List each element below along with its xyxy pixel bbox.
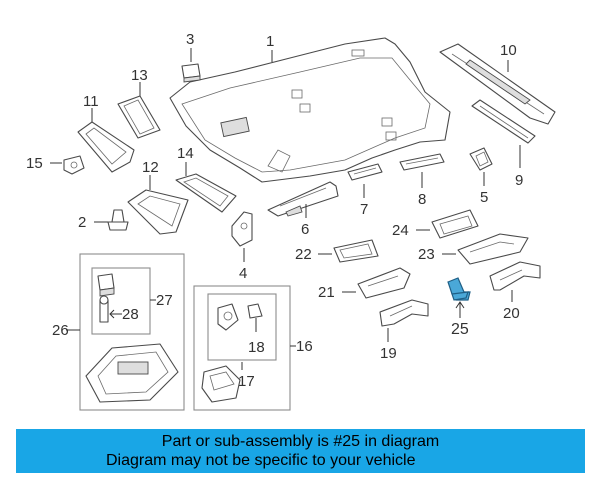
part-2-pin — [107, 209, 129, 231]
callout-20: 20 — [503, 305, 520, 322]
part-25-clip-highlighted — [447, 277, 471, 301]
group-box-16 — [193, 285, 291, 411]
callout-13: 13 — [131, 67, 148, 84]
part-9-strip — [471, 99, 536, 144]
callout-21: 21 — [318, 284, 335, 301]
part-24-lamp — [431, 209, 479, 239]
part-15-clip — [63, 155, 85, 175]
part-27-bulb-holder — [97, 273, 115, 297]
callout-9: 9 — [515, 172, 523, 189]
part-17-housing — [201, 365, 241, 403]
part-6-rail — [267, 181, 339, 217]
callout-19: 19 — [380, 345, 397, 362]
callout-6: 6 — [301, 221, 309, 238]
part-7-strip — [347, 163, 383, 181]
part-20-handle — [489, 261, 541, 291]
part-22-lamp — [333, 239, 379, 263]
callout-7: 7 — [360, 201, 368, 218]
callout-24: 24 — [392, 222, 409, 239]
part-14-visor — [175, 173, 237, 213]
callout-16: 16 — [296, 338, 313, 355]
part-5-cap — [469, 147, 493, 171]
callout-14: 14 — [177, 145, 194, 162]
part-18-socket — [247, 303, 263, 319]
part-12-visor — [127, 189, 189, 235]
part-3-clip — [181, 63, 201, 83]
part-11-visor — [77, 121, 135, 173]
part-13-panel — [117, 95, 161, 139]
part-1-headliner — [169, 37, 451, 183]
callout-18: 18 — [248, 339, 265, 356]
part-16-bulb — [217, 303, 239, 331]
callout-25: 25 — [451, 321, 469, 338]
caption-banner: Part or sub-assembly is #25 in diagram D… — [16, 429, 585, 473]
part-8-strip — [399, 153, 445, 171]
callout-23: 23 — [418, 246, 435, 263]
callout-12: 12 — [142, 159, 159, 176]
callout-8: 8 — [418, 191, 426, 208]
callout-10: 10 — [500, 42, 517, 59]
callout-4: 4 — [239, 265, 247, 282]
group-box-27 — [91, 267, 151, 335]
callout-2: 2 — [78, 214, 86, 231]
callout-15: 15 — [26, 155, 43, 172]
group-box-26 — [79, 253, 185, 411]
callout-22: 22 — [295, 246, 312, 263]
part-26-overhead-console — [85, 343, 179, 403]
group-box-18 — [207, 293, 277, 361]
callout-27: 27 — [156, 292, 173, 309]
part-19-handle — [379, 299, 429, 327]
part-4-bracket — [231, 211, 253, 247]
part-10-rail — [439, 43, 556, 125]
callout-3: 3 — [186, 31, 194, 48]
parts-diagram: 1 10 9 3 13 11 15 12 — [26, 31, 556, 411]
caption-line-2: Diagram may not be specific to your vehi… — [106, 452, 416, 469]
callout-1: 1 — [266, 33, 274, 50]
callout-11: 11 — [83, 93, 99, 110]
callout-28: 28 — [122, 306, 139, 323]
callout-5: 5 — [480, 189, 488, 206]
callout-26: 26 — [52, 322, 69, 339]
callout-17: 17 — [238, 373, 255, 390]
part-28-bulb — [99, 295, 109, 323]
part-23-cover — [457, 233, 529, 265]
caption-line-1: Part or sub-assembly is #25 in diagram — [161, 433, 440, 450]
part-21-cover — [357, 267, 411, 299]
